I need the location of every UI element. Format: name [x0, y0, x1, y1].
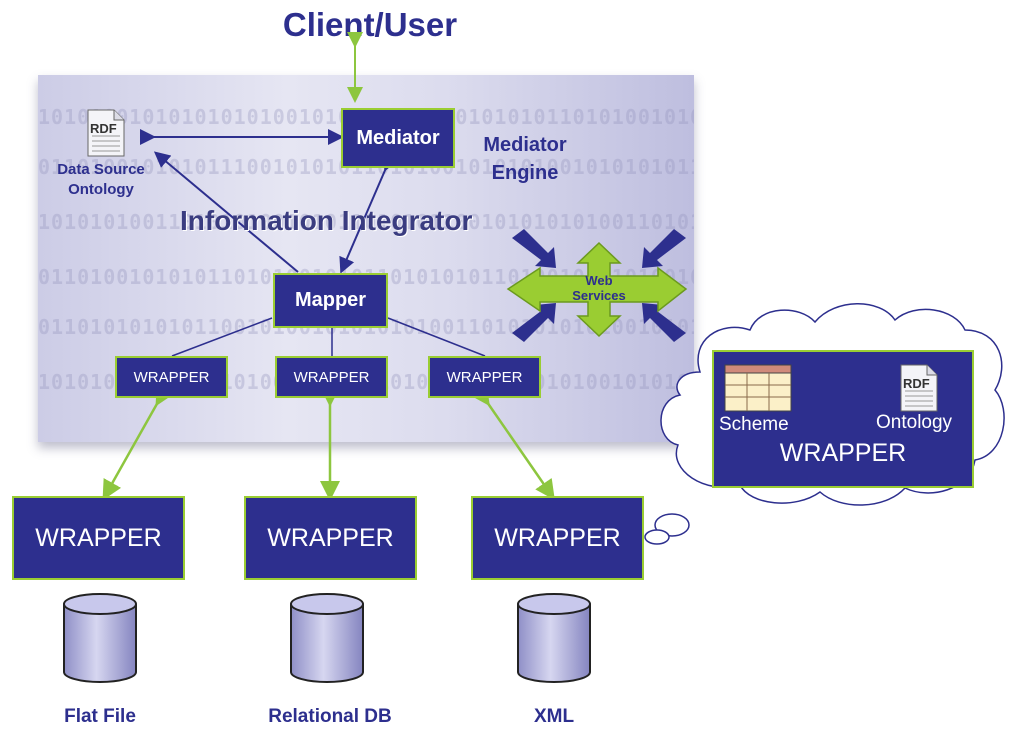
mediator-mapper-arrow [339, 153, 399, 274]
inner-wrapper-box[interactable]: WRAPPER [275, 356, 388, 398]
source-label-flat-file: Flat File [64, 706, 136, 727]
data-source-ontology-label: Data Source Ontology [57, 161, 145, 198]
cloud-rdf-icon-text: RDF [903, 376, 930, 391]
information-integrator-label: Information Integrator [180, 205, 473, 236]
mediator-engine-label: Mediator Engine [483, 134, 567, 184]
mapper-box[interactable]: Mapper [273, 273, 388, 328]
scheme-table-icon [724, 364, 792, 412]
wrapper-link-arrow [102, 384, 175, 501]
cloud-scheme-label: Scheme [719, 414, 789, 435]
rdf-icon-text: RDF [90, 121, 117, 136]
outer-wrapper-box[interactable]: WRAPPER [471, 496, 644, 580]
rdf-document-icon: RDF [86, 108, 126, 163]
mapper-wrapper-line [387, 317, 486, 357]
mapper-ontology-arrow [153, 151, 299, 273]
web-service-arrows [512, 229, 686, 342]
web-services-cross-arrow [506, 241, 688, 338]
web-services-label: Web Services [572, 273, 626, 303]
database-cylinder-icon [290, 593, 364, 683]
source-label-relational-db: Relational DB [268, 706, 392, 727]
cloud-ontology-label: Ontology [876, 412, 953, 433]
wrapper-link-arrow [470, 383, 555, 501]
database-cylinder-icon [63, 593, 137, 683]
inner-wrapper-box[interactable]: WRAPPER [428, 356, 541, 398]
mapper-wrapper-line [171, 317, 273, 357]
mediator-box[interactable]: Mediator [341, 108, 455, 168]
source-label-xml: XML [533, 706, 575, 727]
outer-wrapper-box[interactable]: WRAPPER [244, 496, 417, 580]
cloud-wrapper-label: WRAPPER [779, 439, 907, 467]
client-user-title: Client/User [282, 6, 458, 43]
outer-wrapper-box[interactable]: WRAPPER [12, 496, 185, 580]
database-cylinder-icon [517, 593, 591, 683]
cloud-rdf-document-icon: RDF [899, 363, 939, 418]
inner-wrapper-box[interactable]: WRAPPER [115, 356, 228, 398]
